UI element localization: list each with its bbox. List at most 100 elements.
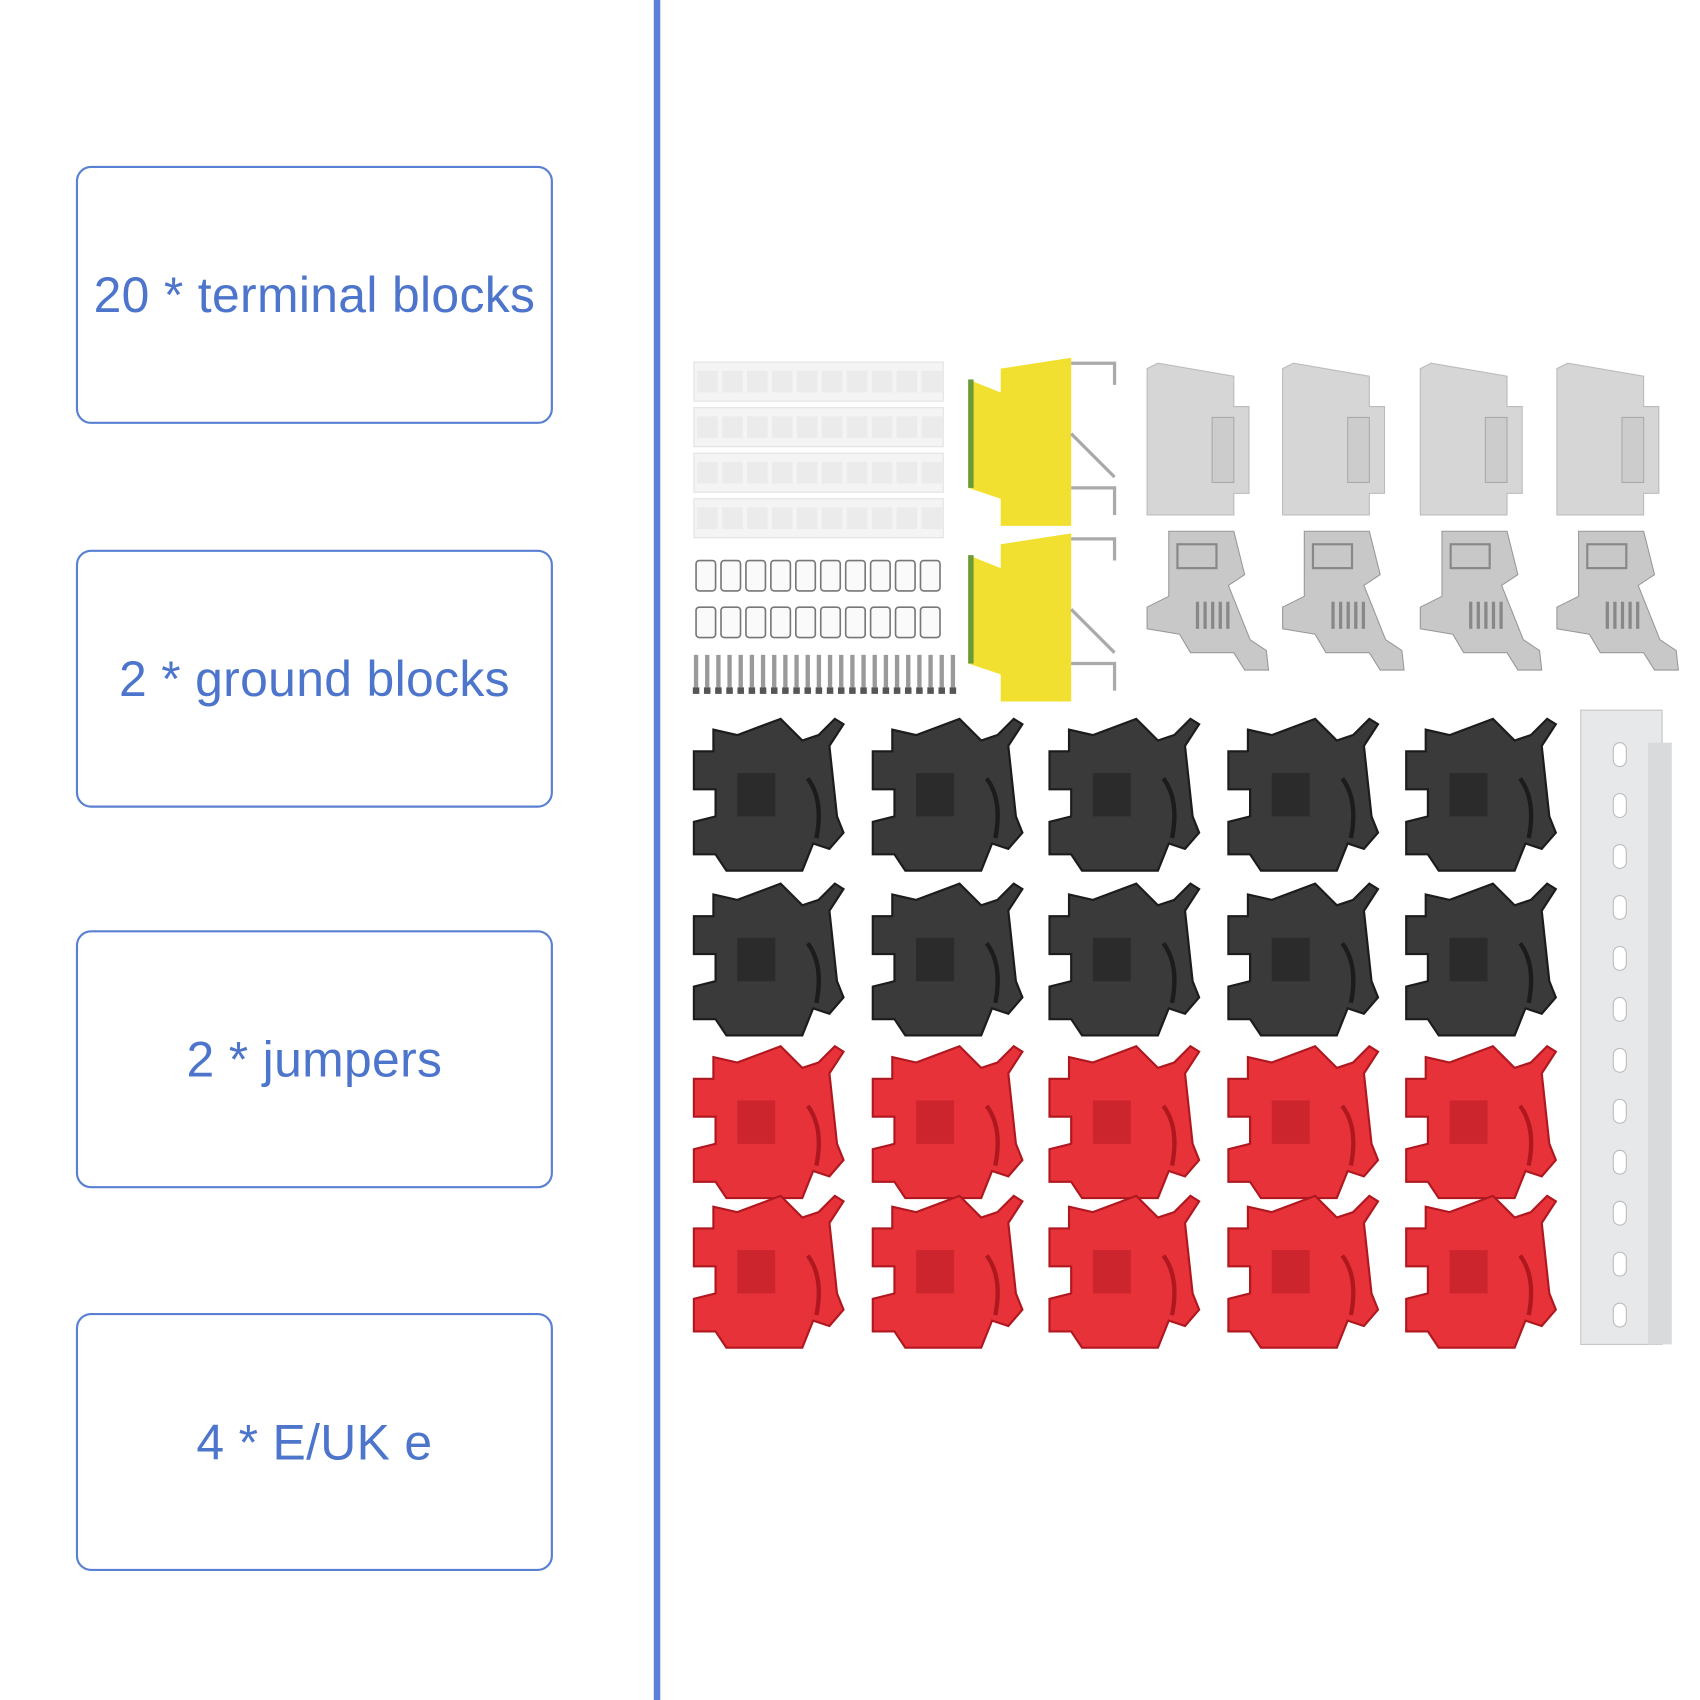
end-bracket-body (1556, 530, 1679, 671)
screw (793, 654, 800, 694)
screw-head (837, 687, 845, 694)
jumper (695, 606, 717, 639)
screw (715, 654, 722, 694)
screw-head (938, 687, 945, 694)
jumper-piece (770, 606, 792, 639)
red-terminal-block-screw-slot (1449, 1100, 1488, 1144)
end-bracket-rib (1331, 601, 1335, 629)
end-bracket-body (1419, 530, 1543, 671)
screw-shaft (917, 654, 922, 688)
red-terminal-block-screw-slot (916, 1100, 955, 1144)
screw (927, 654, 934, 694)
marker-cell (846, 370, 868, 393)
din-rail-slot (1612, 742, 1627, 768)
marker-cell (697, 416, 718, 439)
jumper-piece (894, 606, 916, 639)
end-bracket-body (1282, 530, 1405, 671)
ground-stripe (968, 555, 974, 664)
black-terminal-block-clip (1518, 941, 1534, 1004)
jumper (770, 606, 792, 639)
end-bracket-rib (1469, 601, 1473, 629)
marker-cell (747, 370, 768, 393)
din-rail-flange (1647, 742, 1672, 1345)
screw-shaft (861, 654, 866, 688)
marker-cell (871, 370, 893, 393)
marker-cell (846, 507, 868, 530)
jumper-piece (819, 559, 842, 592)
red-terminal-block-clip (805, 1104, 821, 1166)
red-terminal-block-screw-slot (1449, 1250, 1488, 1294)
end-cover (1556, 362, 1660, 516)
marker-strip (693, 407, 944, 448)
jumper-piece (869, 606, 891, 639)
din-rail-slot (1612, 1251, 1627, 1277)
jumper-piece (919, 559, 941, 592)
red-terminal-block-screw-slot (1271, 1100, 1310, 1144)
red-terminal-block-clip (1161, 1104, 1177, 1166)
screw-head (849, 687, 856, 694)
jumper-piece (745, 559, 767, 592)
screw-shaft (883, 654, 889, 688)
screw (759, 654, 767, 694)
marker-cell (722, 461, 743, 484)
screw (893, 654, 901, 694)
end-bracket-window (1449, 543, 1491, 570)
screw (871, 654, 878, 694)
screw (748, 654, 756, 694)
contents-box-terminal-blocks: 20 * terminal blocks (75, 165, 553, 424)
screw-head (916, 687, 923, 694)
jumper (869, 606, 891, 639)
screw-head (770, 687, 778, 694)
jumper-piece (844, 559, 867, 592)
screw-shaft (816, 654, 822, 688)
black-terminal-block (1405, 882, 1558, 1037)
jumper-piece (695, 559, 717, 592)
ground-stripe (968, 379, 974, 488)
din-rail-slot (1612, 945, 1627, 971)
jumper (770, 559, 792, 592)
contents-label: 2 * ground blocks (118, 650, 510, 707)
red-terminal-block-screw-slot (1092, 1100, 1131, 1144)
black-terminal-block (1227, 717, 1380, 872)
jumper-piece (695, 606, 717, 639)
black-terminal-block (1405, 717, 1558, 872)
screw (849, 654, 856, 694)
black-terminal-block-screw-slot (916, 937, 955, 982)
divider-line (653, 0, 661, 1700)
red-terminal-block-clip (984, 1104, 1000, 1166)
screw (916, 654, 923, 694)
marker-cell (747, 416, 768, 439)
jumper (720, 559, 742, 592)
end-bracket-rib (1605, 601, 1609, 629)
din-rail-slot (1612, 844, 1627, 869)
marker-cell (896, 461, 918, 484)
black-terminal-block-screw-slot (1449, 937, 1488, 982)
screw-head (715, 687, 722, 694)
marker-cell (921, 416, 943, 439)
marker-cell (821, 416, 843, 439)
ground-block (968, 533, 1117, 702)
black-terminal-block (871, 717, 1024, 872)
jumper-piece (745, 606, 767, 639)
ground-block-body (968, 357, 1072, 526)
jumper-piece (720, 606, 742, 639)
screw-shaft (872, 654, 877, 688)
marker-cell (821, 461, 843, 484)
screw (826, 654, 834, 694)
screw (703, 654, 711, 694)
screw-shaft (693, 654, 699, 688)
screw-head (793, 687, 800, 694)
screw-shaft (906, 654, 911, 688)
marker-cell (697, 461, 718, 484)
end-cover (1146, 362, 1250, 516)
marker-cell (796, 370, 818, 393)
jumper-piece (869, 559, 891, 592)
marker-cell (771, 507, 793, 530)
marker-cell (722, 416, 743, 439)
marker-cell (846, 416, 868, 439)
jumper-piece (819, 606, 842, 639)
black-terminal-block (692, 717, 846, 872)
red-terminal-block-clip (1340, 1254, 1356, 1316)
